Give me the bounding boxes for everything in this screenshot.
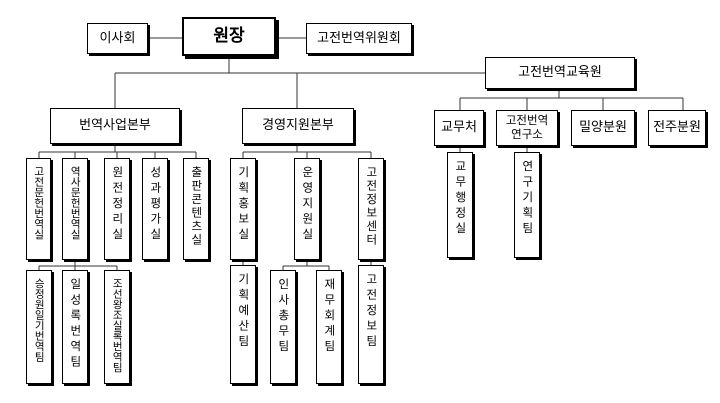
miryang-branch-box: 밀양분원	[571, 110, 635, 146]
info-team-label: 고전정보팀	[364, 273, 379, 351]
education-institute-label: 고전번역교육원	[518, 65, 602, 81]
planning-budget-team-label: 기획예산팀	[236, 273, 251, 351]
board-label: 이사회	[99, 30, 136, 46]
operations-room-label: 운영지원실	[300, 166, 315, 244]
evaluation-room-box: 성과평가실	[142, 158, 168, 260]
research-institute-label: 고전번역 연구소	[505, 113, 549, 141]
info-center-box: 고전정보센터	[358, 158, 384, 260]
annals-team-box: 조선왕조실록번역팀	[104, 270, 130, 384]
ilseongnok-team-label: 일성록번역팀	[68, 278, 83, 371]
contents-room-label: 출판콘텐츠실	[189, 166, 204, 247]
management-hq-box: 경영지원본부	[242, 108, 354, 144]
director-label: 원장	[213, 26, 245, 47]
finance-team-box: 재무회계팀	[316, 270, 342, 384]
finance-team-label: 재무회계팀	[322, 278, 337, 356]
info-team-box: 고전정보팀	[358, 265, 384, 384]
committee-box: 고전번역위원회	[306, 23, 412, 54]
hr-general-team-label: 인사총무팀	[276, 278, 291, 356]
operations-room-box: 운영지원실	[294, 158, 320, 260]
history-translation-room-box: 역사문헌번역실	[62, 158, 88, 260]
jeonju-branch-box: 전주분원	[648, 110, 706, 146]
planning-pr-room-label: 기획홍보실	[236, 166, 251, 244]
academic-affairs-box: 교무처	[434, 110, 484, 146]
history-translation-room-label: 역사문헌번역실	[69, 166, 82, 240]
academic-admin-box: 교무행정실	[447, 152, 473, 258]
committee-label: 고전번역위원회	[317, 30, 401, 46]
seungjeongwon-team-box: 승정원일기번역팀	[26, 270, 52, 384]
translation-hq-box: 번역사업본부	[50, 108, 180, 144]
hr-general-team-box: 인사총무팀	[270, 270, 296, 384]
planning-pr-room-box: 기획홍보실	[230, 158, 256, 260]
planning-budget-team-box: 기획예산팀	[230, 265, 256, 384]
classics-translation-room-box: 고전문헌번역실	[26, 158, 51, 260]
research-institute-box: 고전번역 연구소	[496, 110, 558, 146]
classics-translation-room-label: 고전문헌번역실	[32, 166, 45, 240]
research-planning-team-label: 연구기획팀	[520, 160, 535, 238]
annals-team-label: 조선왕조실록번역팀	[111, 278, 124, 373]
management-hq-label: 경영지원본부	[262, 118, 334, 134]
education-institute-box: 고전번역교육원	[485, 57, 635, 89]
miryang-branch-label: 밀양분원	[579, 120, 627, 136]
ilseongnok-team-box: 일성록번역팀	[62, 270, 88, 384]
editing-room-label: 원전정리실	[110, 166, 125, 244]
academic-admin-label: 교무행정실	[453, 160, 468, 238]
contents-room-box: 출판콘텐츠실	[183, 158, 209, 260]
academic-affairs-label: 교무처	[441, 120, 477, 136]
translation-hq-label: 번역사업본부	[79, 118, 151, 134]
board-box: 이사회	[87, 23, 148, 54]
director-box: 원장	[182, 17, 276, 56]
evaluation-room-label: 성과평가실	[148, 166, 163, 244]
info-center-label: 고전정보센터	[364, 166, 379, 247]
editing-room-box: 원전정리실	[104, 158, 130, 260]
jeonju-branch-label: 전주분원	[653, 120, 701, 136]
research-planning-team-box: 연구기획팀	[514, 152, 540, 258]
seungjeongwon-team-label: 승정원일기번역팀	[33, 278, 46, 362]
